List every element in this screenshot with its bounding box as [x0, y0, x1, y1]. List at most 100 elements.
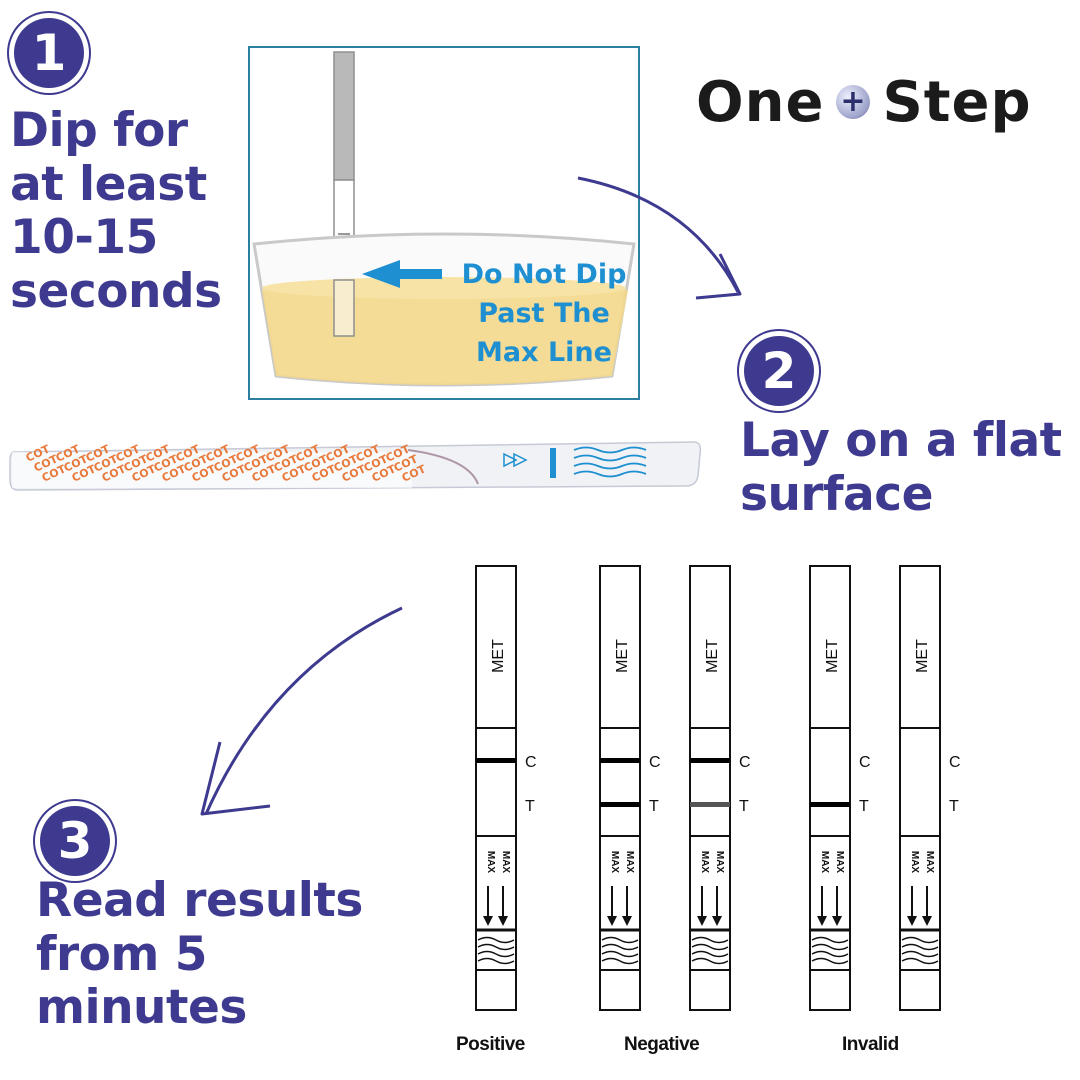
strip-max-label: MAX: [819, 851, 830, 874]
strip-wave-line: [601, 957, 639, 965]
strip-wave-line: [811, 936, 849, 944]
curved-arrow-to-step-3-icon: [200, 606, 403, 816]
max-arrow-head: [607, 916, 617, 926]
one-step-logo: One + Step: [696, 66, 1066, 138]
step-2-line: Lay on a flat: [740, 413, 1062, 468]
max-arrow-head: [712, 916, 722, 926]
strip-max-label: MAX: [624, 851, 635, 874]
strip-drug-label: MET: [914, 639, 931, 673]
step-2-badge: 2: [744, 336, 814, 406]
step-1-instructions: Dip for at least 10-15 seconds: [10, 104, 222, 318]
logo-plus-icon: +: [836, 85, 871, 119]
result-label-negative: Negative: [624, 1034, 700, 1055]
strip-wave-line: [811, 957, 849, 965]
test-line: [600, 802, 640, 807]
strip-wave-line: [477, 950, 515, 958]
strip-wave-line: [811, 943, 849, 951]
strip-wave-line: [811, 950, 849, 958]
strip-wave-line: [477, 936, 515, 944]
test-label: T: [649, 798, 659, 815]
control-line: [476, 758, 516, 763]
strip-wave-line: [691, 957, 729, 965]
result-strip: [599, 565, 641, 1011]
control-line: [690, 758, 730, 763]
control-label: C: [525, 754, 537, 771]
control-label: C: [949, 754, 961, 771]
dip-illustration: Do Not Dip Past The Max Line: [248, 46, 640, 400]
max-arrow-head: [483, 916, 493, 926]
result-strips-diagram: MET C T MAX MAX MET C T MAX MAX MET C T MAX MAX MET C T MA…: [475, 565, 961, 1011]
step-2-instructions: Lay on a flat surface: [740, 414, 1062, 521]
max-arrow-head: [498, 916, 508, 926]
strip-wave-line: [477, 943, 515, 951]
result-strip: [475, 565, 517, 1011]
logo-word-step: Step: [882, 69, 1032, 135]
control-label: C: [739, 754, 751, 771]
strip-wave-line: [477, 957, 515, 965]
control-label: C: [649, 754, 661, 771]
step-3-line: minutes: [36, 980, 247, 1036]
step-1-badge: 1: [14, 18, 84, 88]
strip-wave-line: [601, 936, 639, 944]
max-arrow-head: [697, 916, 707, 926]
strip-max-label: MAX: [500, 851, 511, 874]
step-1-line: Dip for: [10, 103, 188, 158]
curved-arrow-to-step-2-icon: [577, 176, 742, 300]
logo-word-one: One: [696, 69, 825, 135]
step-2-line: surface: [740, 466, 934, 522]
max-arrow-head: [622, 916, 632, 926]
result-strip: [809, 565, 851, 1011]
control-line: [600, 758, 640, 763]
callout-line: Max Line: [476, 336, 612, 368]
step-1-number: 1: [31, 24, 67, 82]
step-3-number: 3: [57, 812, 93, 870]
step-3-line: from 5: [36, 926, 207, 982]
cup-with-strip-graphic: [252, 51, 636, 387]
strip-wave-line: [691, 936, 729, 944]
test-label: T: [739, 798, 749, 815]
step-3-line: Read results: [36, 873, 363, 928]
step-2-number: 2: [761, 342, 797, 400]
result-strip: [689, 565, 731, 1011]
strip-wave-line: [601, 950, 639, 958]
cup-callout-text: Do Not Dip Past The Max Line: [446, 256, 638, 373]
step-1-line: seconds: [10, 263, 222, 319]
result-label-invalid: Invalid: [842, 1034, 899, 1055]
test-label: T: [525, 798, 535, 815]
strip-wave-line: [901, 936, 939, 944]
test-label: T: [949, 798, 959, 815]
strip-drug-label: MET: [490, 639, 507, 673]
callout-line: Do Not Dip: [461, 259, 627, 290]
strip-max-label: MAX: [924, 851, 935, 874]
strip-max-label: MAX: [609, 851, 620, 874]
step-1-line: 10-15: [10, 210, 158, 266]
strip-wave-line: [901, 943, 939, 951]
strip-wave-line: [601, 943, 639, 951]
step-1-line: at least: [10, 156, 207, 212]
max-arrow-head: [907, 916, 917, 926]
step-3-instructions: Read results from 5 minutes: [36, 874, 363, 1035]
strip-max-label: MAX: [834, 851, 845, 874]
control-label: C: [859, 754, 871, 771]
strip-wave-line: [901, 950, 939, 958]
max-arrow-head: [922, 916, 932, 926]
strip-max-label: MAX: [485, 851, 496, 874]
strip-drug-label: MET: [614, 639, 631, 673]
result-strip: [899, 565, 941, 1011]
strip-max-label: MAX: [699, 851, 710, 874]
test-line: [810, 802, 850, 807]
test-strip-flat-illustration: COTCOTCOTCOTCOTCOTCOTCOTCOTCOTCOTCOTCOTC…: [9, 441, 702, 491]
max-arrow-head: [832, 916, 842, 926]
strip-max-label: MAX: [909, 851, 920, 874]
strip-wave-line: [691, 950, 729, 958]
step-3-badge: 3: [40, 806, 110, 876]
strip-wave-line: [901, 957, 939, 965]
strip-wave-line: [691, 943, 729, 951]
test-label: T: [859, 798, 869, 815]
max-arrow-head: [817, 916, 827, 926]
test-line: [690, 802, 730, 807]
result-label-positive: Positive: [456, 1034, 525, 1055]
strip-max-label: MAX: [714, 851, 725, 874]
strip-drug-label: MET: [824, 639, 841, 673]
strip-drug-label: MET: [704, 639, 721, 673]
